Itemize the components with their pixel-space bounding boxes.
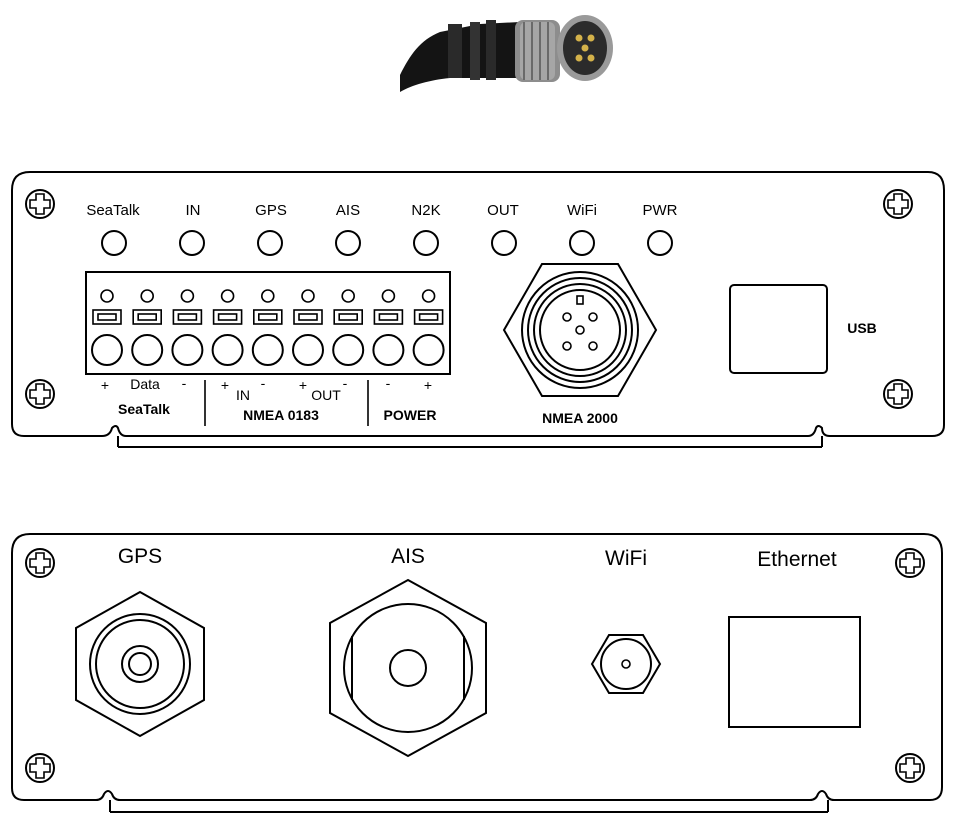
terminal-release-slot [253, 309, 283, 325]
terminal-release-slot-inner [298, 313, 318, 321]
led-label-n2k: N2K [411, 202, 440, 219]
power-group-label: POWER [384, 407, 437, 423]
seatalk-plus: + [101, 377, 109, 393]
ais-antenna-connector [329, 578, 487, 758]
out-label: OUT [311, 387, 341, 403]
wifi-antenna-connector [590, 634, 662, 694]
out-minus: - [343, 375, 348, 391]
led-seatalk [101, 230, 127, 256]
ethernet-label: Ethernet [757, 548, 837, 571]
terminal-block [85, 271, 451, 375]
gps-label: GPS [118, 545, 162, 568]
terminal-release-slot-inner [177, 313, 198, 321]
front-panel-bottom: GPS AIS WiFi Ethernet [11, 533, 943, 813]
terminal-wire-entry [211, 334, 244, 366]
nmea2000-label: NMEA 2000 [542, 410, 618, 426]
terminal-test-hole [260, 289, 275, 303]
led-label-wifi: WiFi [567, 202, 597, 219]
power-plus: + [424, 377, 432, 393]
wifi-label: WiFi [605, 547, 647, 570]
led-ais [335, 230, 361, 256]
led-gps [257, 230, 283, 256]
in-plus: + [221, 377, 229, 393]
terminal-release-slot-inner [257, 313, 278, 321]
gps-antenna-connector [75, 590, 205, 738]
terminal-wire-entry [171, 334, 204, 366]
terminal-release-slot [132, 309, 162, 325]
terminal-screws [91, 289, 445, 366]
led-n2k [413, 230, 439, 256]
screw-icon [895, 548, 925, 578]
terminal-wire-entry [372, 334, 405, 366]
led-label-seatalk: SeaTalk [86, 202, 140, 219]
terminal-release-slot [172, 309, 203, 325]
led-label-ais: AIS [336, 202, 360, 219]
screw-icon [25, 379, 55, 409]
terminal-release-slot [212, 309, 243, 325]
front-panel-top: SeaTalk IN GPS AIS N2K OUT WiFi PWR + Da… [11, 171, 945, 448]
terminal-release-slot [413, 309, 444, 325]
in-label: IN [236, 387, 250, 403]
screw-icon [883, 379, 913, 409]
terminal-release-slot-inner [137, 313, 157, 321]
led-label-in: IN [186, 202, 201, 219]
terminal-release-slot [293, 309, 323, 325]
led-in [179, 230, 205, 256]
seatalk-group-label: SeaTalk [118, 401, 170, 417]
screw-icon [895, 753, 925, 783]
in-minus: - [261, 375, 266, 391]
terminal-test-hole [140, 289, 154, 303]
screw-icon [25, 753, 55, 783]
terminal-release-slot [333, 309, 364, 325]
ethernet-port [728, 616, 861, 728]
led-pwr [647, 230, 673, 256]
terminal-release-slot [92, 309, 122, 325]
screw-icon [25, 548, 55, 578]
terminal-test-hole [381, 289, 396, 303]
terminal-release-slot-inner [378, 313, 399, 321]
terminal-wire-entry [412, 334, 445, 366]
led-label-out: OUT [487, 202, 519, 219]
led-out [491, 230, 517, 256]
screw-icon [25, 189, 55, 219]
terminal-wire-entry [131, 334, 164, 366]
nmea0183-group-label: NMEA 0183 [243, 407, 319, 423]
nmea2000-cable-image [400, 15, 613, 92]
terminal-release-slot-inner [338, 313, 359, 321]
terminal-test-hole [100, 289, 114, 303]
terminal-release-slot [373, 309, 404, 325]
seatalk-data: Data [130, 376, 160, 392]
terminal-test-hole [421, 289, 436, 303]
terminal-test-hole [301, 289, 315, 303]
screw-icon [883, 189, 913, 219]
terminal-test-hole [220, 289, 235, 303]
led-label-pwr: PWR [643, 202, 678, 219]
ais-label: AIS [391, 545, 425, 568]
terminal-test-hole [180, 289, 195, 303]
terminal-test-hole [341, 289, 356, 303]
led-wifi [569, 230, 595, 256]
terminal-release-slot-inner [217, 313, 238, 321]
terminal-release-slot-inner [418, 313, 439, 321]
terminal-release-slot-inner [97, 313, 117, 321]
usb-label: USB [847, 320, 877, 336]
terminal-wire-entry [251, 334, 284, 366]
terminal-wire-entry [332, 334, 365, 366]
power-minus: - [386, 375, 391, 391]
terminal-wire-entry [91, 334, 123, 366]
nmea2000-connector [502, 263, 658, 397]
out-plus: + [299, 377, 307, 393]
led-label-gps: GPS [255, 202, 287, 219]
terminal-wire-entry [292, 334, 324, 366]
usb-port [729, 284, 828, 374]
seatalk-minus: - [182, 375, 187, 391]
